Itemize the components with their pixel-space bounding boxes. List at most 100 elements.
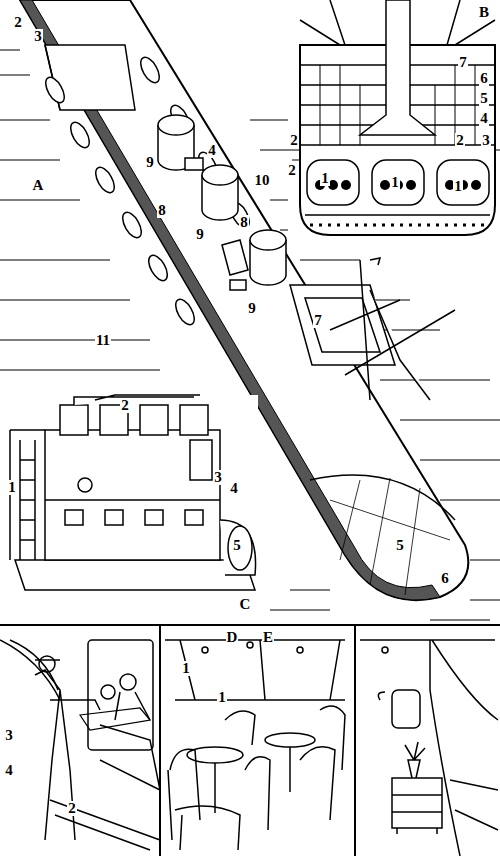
drawing-part	[115, 692, 150, 720]
callout-number: 8	[239, 215, 249, 230]
drawing-part	[78, 478, 92, 492]
drawing-part	[145, 252, 171, 283]
drawing-part	[50, 725, 160, 850]
drawing-part	[265, 733, 315, 747]
callout-number: 1	[7, 480, 17, 495]
drawing-part	[92, 164, 118, 195]
callout-number: 10	[254, 173, 271, 188]
drawing-part	[145, 510, 163, 525]
drawing-part	[289, 747, 291, 792]
callout-number: 9	[145, 155, 155, 170]
drawing-part	[119, 209, 145, 240]
callout-number: 5	[479, 91, 489, 106]
callout-number: 4	[479, 111, 489, 126]
callout-number: 7	[458, 55, 468, 70]
callout-number: 7	[313, 313, 323, 328]
drawing-part	[180, 405, 208, 435]
callout-number: 8	[157, 203, 167, 218]
drawing-part	[220, 520, 256, 575]
drawing-part	[39, 656, 55, 672]
drawing-part	[360, 0, 435, 135]
drawing-part	[140, 405, 168, 435]
funnels	[158, 115, 286, 290]
drawing-part	[105, 510, 123, 525]
callout-number: 4	[229, 481, 239, 496]
drawing-part	[250, 230, 286, 250]
drawing-part	[392, 795, 442, 834]
drawing-part	[101, 685, 115, 699]
callout-number: 2	[455, 133, 465, 148]
drawing-part	[222, 240, 248, 275]
drawing-part	[330, 478, 450, 595]
callout-number: 2	[287, 163, 297, 178]
callout-number: 3	[4, 728, 14, 743]
callout-number: 2	[289, 133, 299, 148]
drawing-part	[437, 160, 489, 205]
drawing-part	[172, 296, 198, 327]
callout-number: 3	[33, 29, 43, 44]
cross-section	[288, 0, 500, 245]
interior-panels	[0, 625, 500, 856]
drawing-part	[378, 692, 385, 700]
drawing-part	[288, 0, 500, 245]
drawing-part	[185, 510, 203, 525]
drawing-part	[120, 674, 136, 690]
callout-number: 1	[320, 171, 330, 186]
drawing-part	[392, 690, 420, 728]
callout-number: 1	[390, 175, 400, 190]
callout-number: 6	[440, 571, 450, 586]
drawing-part	[310, 224, 485, 227]
drawing-part	[360, 640, 498, 856]
drawing-part	[380, 180, 390, 190]
drawing-part	[88, 640, 153, 750]
drawing-part	[190, 440, 212, 480]
callout-number: 5	[395, 538, 405, 553]
drawing-part	[165, 640, 345, 700]
callout-number: 3	[481, 133, 491, 148]
drawing-part	[214, 763, 216, 813]
drawing-part	[228, 526, 252, 570]
callout-number: 3	[213, 470, 223, 485]
callout-number: 6	[479, 71, 489, 86]
drawing-part	[247, 642, 253, 648]
callout-number: 4	[4, 763, 14, 778]
drawing-part	[185, 158, 203, 170]
callout-number: 4	[207, 143, 217, 158]
drawing-part	[65, 510, 83, 525]
callout-number: E	[262, 630, 274, 645]
drawing-part	[45, 430, 220, 560]
engine	[0, 395, 258, 605]
callout-number: 5	[232, 538, 242, 553]
drawing-part	[405, 742, 425, 778]
callout-number: 9	[195, 227, 205, 242]
drawing-part	[175, 806, 240, 850]
drawing-part	[450, 780, 498, 830]
callout-number: C	[239, 597, 252, 612]
drawing-part	[392, 778, 442, 828]
callout-number: 1	[217, 690, 227, 705]
drawing-part	[15, 560, 255, 590]
drawing-part	[297, 647, 303, 653]
drawing-part	[202, 165, 238, 185]
callout-number: 2	[67, 801, 77, 816]
drawing-part	[341, 180, 351, 190]
drawing-part	[471, 180, 481, 190]
drawing-part	[67, 119, 93, 150]
drawing-part	[74, 395, 200, 405]
drawing-part	[158, 115, 194, 135]
callout-number: 2	[120, 398, 130, 413]
drawing-part	[330, 260, 455, 400]
callout-number: B	[478, 5, 490, 20]
drawing-part	[382, 647, 388, 653]
callout-number: D	[226, 630, 239, 645]
callout-number: 9	[247, 301, 257, 316]
callout-number: 11	[95, 333, 111, 348]
callout-number: A	[32, 178, 45, 193]
drawing-part	[230, 280, 246, 290]
drawing-part	[372, 160, 424, 205]
drawing-part	[60, 405, 88, 435]
drawing-part	[0, 625, 500, 856]
drawing-part	[10, 430, 45, 560]
drawing-part	[0, 395, 258, 605]
